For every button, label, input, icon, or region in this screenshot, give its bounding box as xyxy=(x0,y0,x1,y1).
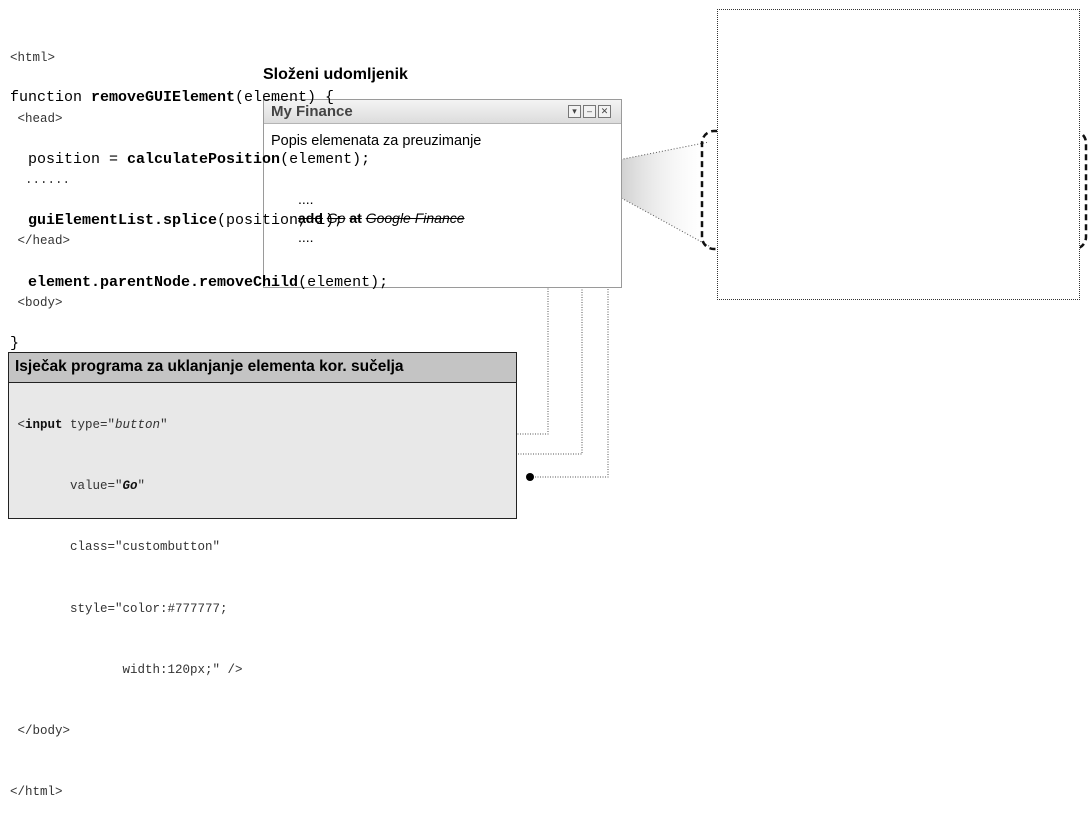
html-line: ...... xyxy=(10,173,71,188)
add-text: add xyxy=(298,210,323,226)
connector-dot-3 xyxy=(526,473,534,481)
code-line-2: position = calculatePosition(element); xyxy=(10,150,371,168)
html-line: </body> xyxy=(10,724,71,739)
html-line xyxy=(10,354,243,374)
html-source-lines: <html> <head> ...... </head> <body> <inp… xyxy=(10,7,243,823)
html-line-style: style="color:#777777; xyxy=(10,601,228,616)
list-item-add: add Go at Google Finance xyxy=(298,209,465,228)
code-snippet-title: Isječak programa za uklanjanje elementa … xyxy=(15,358,404,375)
code-snippet-header: Isječak programa za uklanjanje elementa … xyxy=(9,353,516,383)
code-line-3: guiElementList.splice(position, 1); xyxy=(28,212,344,229)
google-finance-text: Google Finance xyxy=(365,210,465,226)
list-item-dots-bottom: .... xyxy=(298,229,314,245)
widget-caption: Složeni udomljenik xyxy=(263,66,408,83)
zoom-beam xyxy=(603,142,709,246)
html-line: <html> xyxy=(10,50,56,65)
dropdown-icon[interactable]: ▾ xyxy=(568,105,581,118)
code-line-1: function removeGUIElement(element) { xyxy=(10,89,335,106)
html-line: <body> xyxy=(10,295,63,310)
html-line-input: <input type="button" xyxy=(10,418,168,433)
close-icon[interactable]: ✕ xyxy=(598,105,611,118)
at-text: at xyxy=(349,210,362,226)
html-line: </head> xyxy=(10,234,71,249)
scroll-list: .... add Go at Google Finance .... xyxy=(298,190,465,247)
finance-widget: My Finance ▾ – ✕ Popis elemenata za preu… xyxy=(263,99,622,288)
minimize-icon[interactable]: – xyxy=(583,105,596,118)
html-line-value: value="Go" xyxy=(10,479,146,494)
code-snippet-box: Isječak programa za uklanjanje elementa … xyxy=(8,352,517,519)
html-line-class: class="custombutton" xyxy=(10,540,221,555)
go-text: Go xyxy=(326,210,346,226)
code-line-4: element.parentNode.removeChild(element); xyxy=(28,273,389,291)
code-lines: function removeGUIElement(element) { pos… xyxy=(10,47,388,375)
code-line-5: } xyxy=(10,335,20,352)
html-line: </html> xyxy=(10,785,63,800)
list-item-dots-top: .... xyxy=(298,191,314,207)
html-line-width: width:120px;" /> xyxy=(10,662,243,677)
html-source-box xyxy=(717,9,1080,300)
widget-titlebar: My Finance ▾ – ✕ xyxy=(264,100,621,124)
widget-title: My Finance xyxy=(271,103,353,120)
widget-subtitle: Popis elemenata za preuzimanje xyxy=(271,133,482,149)
html-line: <head> xyxy=(10,112,63,127)
